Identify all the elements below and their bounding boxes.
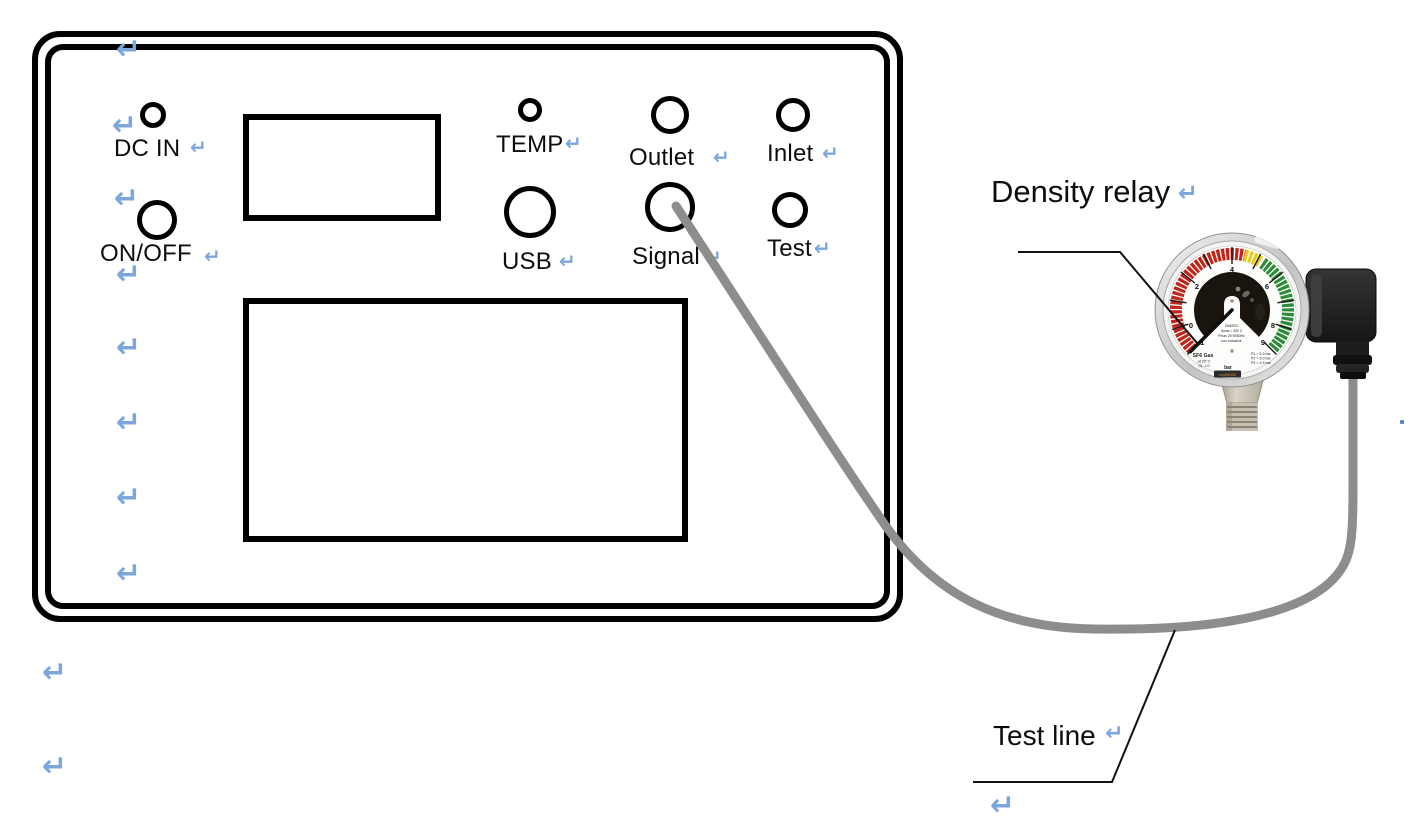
large-display-window [243, 298, 688, 542]
on-off-button [137, 200, 177, 240]
dial-inscriptions: ZMM702 Umax = 250 V Pmax 20 W/50Hz non-i… [1193, 324, 1245, 371]
dc-in-label: DC IN [114, 135, 181, 162]
small-display-window [243, 114, 441, 221]
test-line-caption: Test line [993, 720, 1096, 751]
anchor-mark [1400, 420, 1404, 424]
unit-text: bar [1224, 365, 1232, 371]
red-zone-band [1169, 247, 1246, 354]
scale-number: 4 [1230, 265, 1235, 274]
gauge-scale-numbers: -1 0 2 4 6 8 9 [1189, 265, 1275, 347]
signal-label: Signal [632, 243, 700, 270]
pilcrow-mark: ↵ [116, 556, 142, 591]
inlet-label: Inlet [767, 140, 814, 167]
pilcrow-mark: ↵ [565, 131, 582, 155]
test-port [772, 192, 808, 228]
scale-number: -1 [1198, 338, 1205, 347]
pilcrow-mark: ↵ [990, 788, 1016, 823]
dial-text: ZMM702 [1225, 324, 1238, 328]
density-relay-caption: Density relay [991, 174, 1171, 209]
pilcrow-mark: ↵ [116, 32, 142, 67]
pilcrow-mark: ↵ [116, 405, 142, 440]
pilcrow-mark: ↵ [559, 249, 576, 273]
test-label: Test [767, 235, 812, 262]
dial-text: Pmax 20 W/50Hz [1218, 334, 1245, 338]
gauge-color-bands [1169, 247, 1295, 354]
gauge-ticks [1169, 247, 1295, 355]
pilcrow-mark: ↵ [822, 141, 839, 165]
temp-sensor-port [518, 98, 542, 122]
gauge-needle [1188, 308, 1234, 354]
setpoint-inscriptions: P1 = 5.3 bar P2 = 5.0 bar P3 = 4.5 bar [1251, 352, 1271, 365]
pilcrow-mark: ↵ [814, 236, 831, 260]
gauge-thread-fitting [1220, 380, 1264, 431]
pilcrow-mark: ↵ [42, 655, 68, 690]
din-connector [1294, 268, 1377, 379]
pilcrow-mark: ↵ [713, 145, 730, 169]
pilcrow-mark: ↵ [112, 108, 138, 143]
pilcrow-mark: ↵ [42, 749, 68, 784]
gas-type-text: SF6 Gas [1193, 353, 1214, 359]
dial-text: at 20°C [1198, 360, 1211, 364]
mechanism-window [1194, 272, 1270, 337]
pilcrow-mark: ↵ [204, 244, 221, 268]
pilcrow-mark: ↵ [114, 181, 140, 216]
usb-label: USB [502, 248, 552, 275]
on-off-label: ON/OFF [100, 240, 192, 267]
cable-gland [1333, 355, 1372, 365]
pilcrow-mark: ↵ [1178, 179, 1199, 207]
outlet-port [651, 96, 689, 134]
test-line-callout-line [973, 629, 1176, 783]
serial-plate [1214, 370, 1241, 378]
scale-number: 9 [1261, 338, 1265, 347]
setpoint-text: P1 = 5.3 bar [1251, 352, 1271, 356]
density-relay-gauge: -1 0 2 4 6 8 9 ZMM702 Umax = 250 V [1154, 232, 1310, 388]
dial-text: Umax = 250 V [1221, 329, 1243, 333]
scale-number: 0 [1189, 321, 1193, 330]
usb-port [504, 186, 556, 238]
temp-label: TEMP [496, 131, 564, 158]
pilcrow-mark: ↵ [190, 135, 207, 159]
pilcrow-mark: ↵ [116, 330, 142, 365]
dial-text: CL 1.0 [1198, 364, 1209, 368]
scale-number: 2 [1195, 282, 1199, 291]
density-relay-callout-line [1018, 251, 1198, 344]
signal-port [645, 182, 695, 232]
pilcrow-mark: ↵ [116, 257, 142, 292]
inlet-port [776, 98, 810, 132]
pilcrow-mark: ↵ [116, 480, 142, 515]
setpoint-text: P2 = 5.0 bar [1251, 357, 1271, 361]
setpoint-text: P3 = 4.5 bar [1251, 361, 1271, 365]
green-zone-band [1259, 257, 1295, 353]
gauge-bezel [1154, 232, 1310, 388]
scale-number: 6 [1265, 282, 1269, 291]
dc-in-port [140, 102, 166, 128]
keyhole-slot [1224, 296, 1240, 354]
yellow-zone-band [1243, 249, 1264, 268]
pilcrow-mark: ↵ [1105, 721, 1124, 746]
pilcrow-mark: ↵ [705, 245, 722, 269]
serial-text: xxx00000 [1219, 372, 1237, 377]
dial-text: non-inductive [1221, 339, 1241, 343]
outlet-label: Outlet [629, 144, 695, 171]
gauge-dial-face [1167, 245, 1297, 375]
scale-number: 8 [1271, 321, 1275, 330]
